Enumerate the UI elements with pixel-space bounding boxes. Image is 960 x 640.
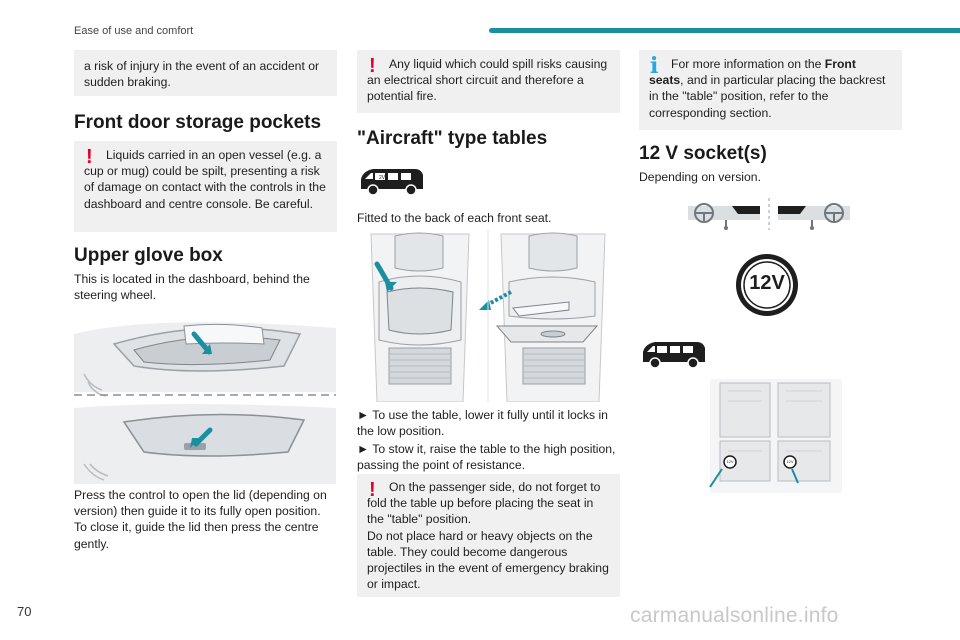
- glove-box-illustration: [74, 304, 336, 484]
- rear-socket-label-right: 12V: [786, 459, 794, 464]
- rear-socket-label-left: 12V: [726, 459, 734, 464]
- header-accent-bar: [489, 28, 960, 33]
- rear-socket-illustration: 12V 12V: [704, 377, 844, 495]
- page-number: 70: [17, 604, 32, 619]
- liquid-warning-text: Any liquid which could spill risks causi…: [367, 57, 608, 104]
- glove-box-title: Upper glove box: [74, 245, 223, 266]
- front-seats-info-box: i For more information on the Front seat…: [639, 50, 902, 130]
- info-icon: i: [650, 53, 659, 79]
- glove-box-intro: This is located in the dashboard, behind…: [74, 272, 310, 303]
- watermark: carmanualsonline.info: [630, 604, 839, 627]
- passenger-warning-text-2: Do not place hard or heavy objects on th…: [367, 528, 609, 592]
- door-pockets-title: Front door storage pockets: [74, 112, 322, 133]
- door-pockets-warning-box: ! Liquids carried in an open vessel (e.g…: [74, 141, 337, 232]
- socket-title: 12 V socket(s): [639, 143, 767, 164]
- liquid-warning-box: ! Any liquid which could spill risks cau…: [357, 50, 620, 113]
- glove-box-text: Press the control to open the lid (depen…: [74, 488, 327, 551]
- table-step-lower: ► To use the table, lower it fully until…: [357, 408, 608, 439]
- passenger-warning-text-1: On the passenger side, do not forget to …: [367, 480, 601, 527]
- tables-intro: Fitted to the back of each front seat.: [357, 211, 552, 225]
- intro-note-text: a risk of injury in the event of an acci…: [84, 59, 320, 90]
- seat-table-illustration: [357, 230, 619, 403]
- warning-icon: !: [369, 479, 376, 501]
- socket-12v-icon: 12V: [734, 252, 800, 318]
- front-seats-link[interactable]: Front seats: [649, 57, 856, 88]
- van-icon: 2V: [357, 163, 427, 199]
- warning-icon: !: [86, 146, 93, 168]
- drive-side-icons: [686, 196, 852, 232]
- door-pockets-warning-text: Liquids carried in an open vessel (e.g. …: [84, 148, 326, 211]
- table-step-stow: ► To stow it, raise the table to the hig…: [357, 442, 616, 473]
- svg-text:2V: 2V: [379, 175, 386, 181]
- passenger-warning-box: ! On the passenger side, do not forget t…: [357, 474, 620, 597]
- van-icon: [639, 336, 709, 372]
- socket-intro: Depending on version.: [639, 170, 761, 184]
- info-text-suffix: , and in particular placing the backrest…: [649, 73, 886, 120]
- intro-note-box: a risk of injury in the event of an acci…: [74, 50, 337, 96]
- warning-icon: !: [369, 55, 376, 77]
- info-text-prefix: For more information on the: [671, 57, 825, 71]
- aircraft-tables-title: "Aircraft" type tables: [357, 128, 548, 149]
- front-seats-info-text: For more information on the Front seats,…: [639, 50, 902, 121]
- socket-12v-label: 12V: [749, 272, 785, 294]
- running-header: Ease of use and comfort: [74, 25, 194, 37]
